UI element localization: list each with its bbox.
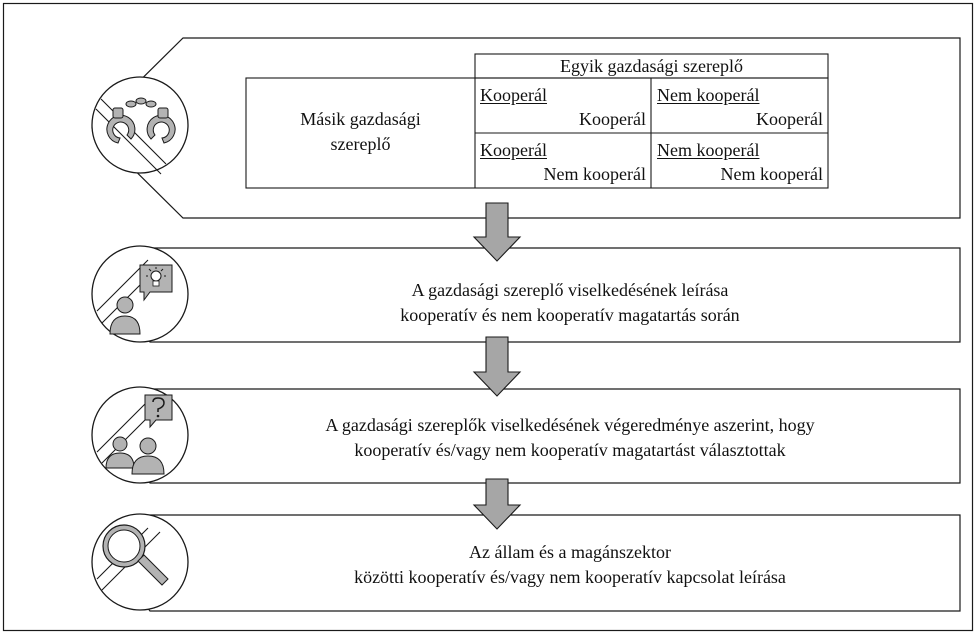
lightbulb-speech-person-icon	[91, 245, 189, 343]
matrix-cell-4-top: Nem kooperál	[657, 140, 760, 160]
matrix-cell-2-top: Nem kooperál	[657, 85, 760, 105]
matrix-cell-4-bottom: Nem kooperál	[720, 164, 823, 184]
matrix-cell-1-top: Kooperál	[480, 85, 547, 105]
matrix-column-header: Egyik gazdasági szereplő	[560, 56, 743, 76]
arrow-1-to-2	[472, 202, 522, 262]
step-2-text-line2: kooperatív és nem kooperatív magatartás …	[400, 305, 740, 325]
arrow-3-to-4	[472, 478, 522, 530]
payoff-matrix-grid	[245, 53, 829, 189]
matrix-cell-2-bottom: Kooperál	[756, 109, 823, 129]
step-3-text-line2: kooperatív és/vagy nem kooperatív magata…	[354, 440, 786, 460]
step-4-text-line2: közötti kooperatív és/vagy nem kooperatí…	[354, 567, 786, 587]
arrow-2-to-3	[472, 336, 522, 397]
step-4-text-line1: Az állam és a magánszektor	[469, 542, 671, 562]
handcuffs-icon	[91, 76, 189, 175]
matrix-cell-1-bottom: Kooperál	[579, 109, 646, 129]
matrix-cell-3-bottom: Nem kooperál	[543, 164, 646, 184]
magnifier-icon	[91, 513, 189, 611]
question-speech-two-people-icon	[91, 386, 189, 484]
matrix-row-header-line1: Másik gazdasági	[300, 109, 421, 129]
matrix-row-header-line2: szereplő	[330, 134, 391, 154]
step-3-text-line1: A gazdasági szereplők viselkedésének vég…	[325, 415, 815, 435]
step-2-text-line1: A gazdasági szereplő viselkedésének leír…	[411, 280, 729, 300]
matrix-cell-3-top: Kooperál	[480, 140, 547, 160]
